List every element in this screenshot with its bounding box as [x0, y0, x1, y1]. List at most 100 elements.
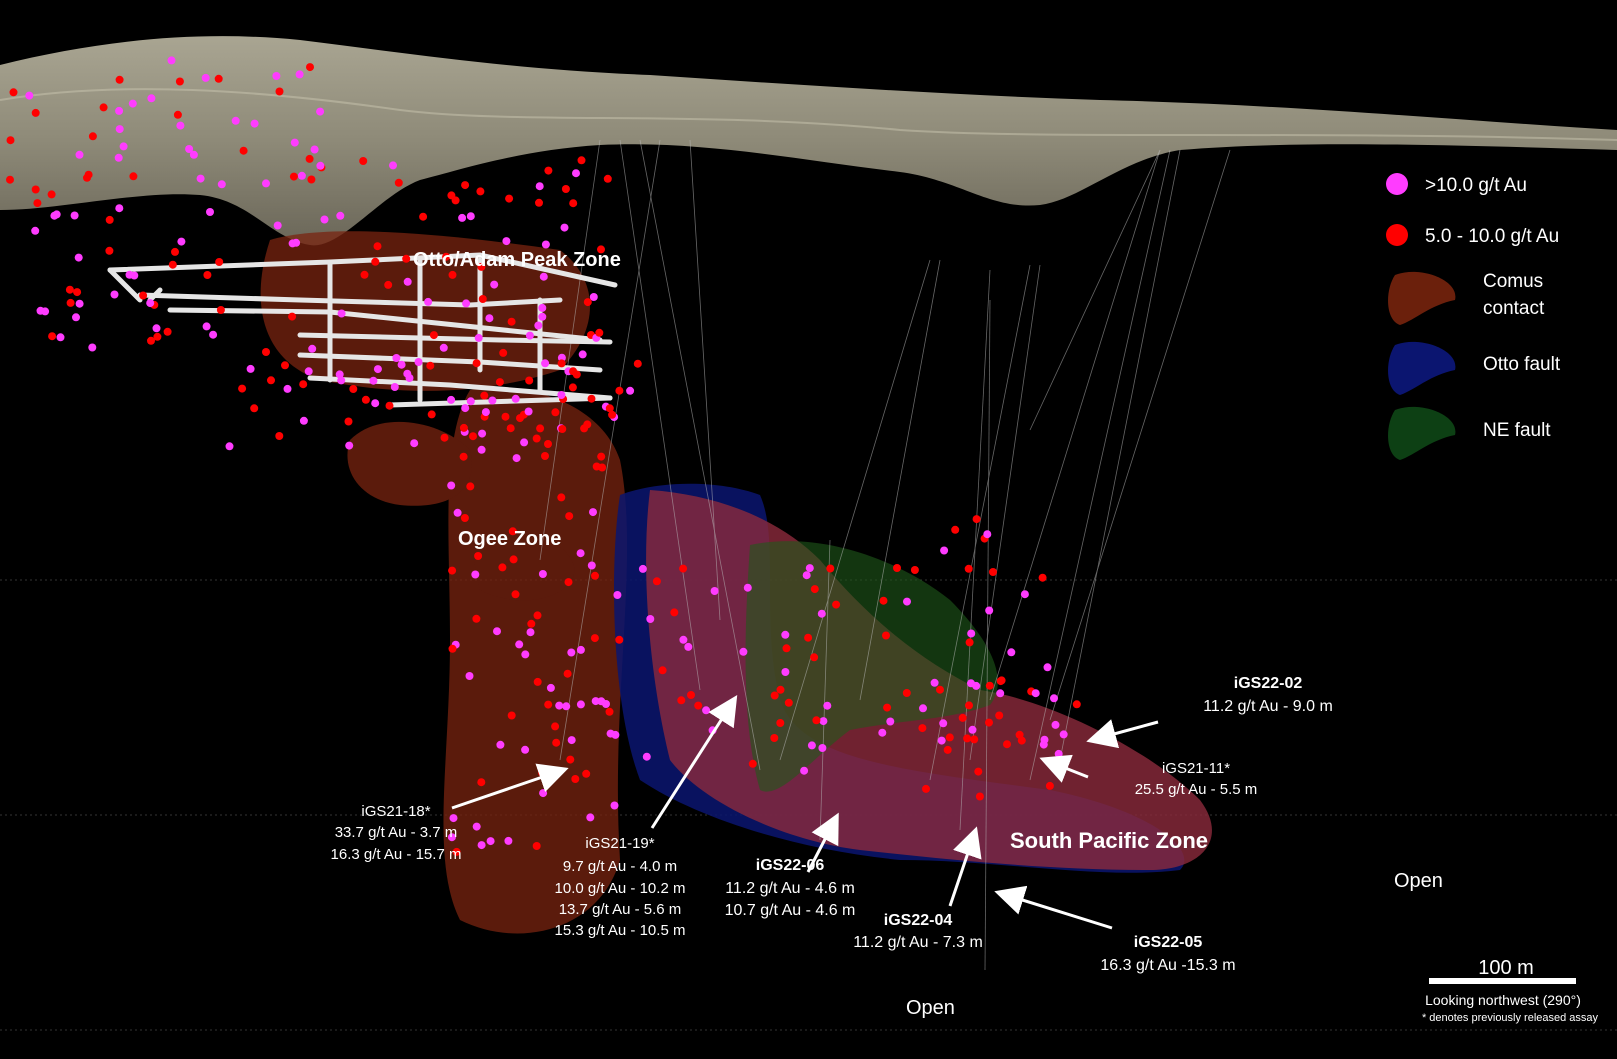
- assay-dot: [31, 108, 40, 117]
- assay-dot: [214, 74, 223, 83]
- assay-dot: [569, 367, 578, 376]
- assay-dot: [70, 211, 79, 220]
- assay-dot: [823, 701, 832, 710]
- assay-dot: [206, 208, 214, 216]
- assay-dot: [1020, 590, 1029, 599]
- assay-dot: [572, 169, 580, 178]
- assay-dot: [373, 365, 382, 374]
- hole-label-igs22-06: iGS22-06: [756, 857, 825, 874]
- assay-dot: [246, 364, 255, 373]
- assay-dot: [557, 493, 566, 502]
- assay-dot: [677, 696, 686, 705]
- assay-dot: [33, 199, 42, 208]
- assay-dot: [521, 745, 530, 754]
- assay-dot: [99, 103, 108, 112]
- assay-dot: [819, 717, 828, 726]
- assay-dot: [299, 380, 308, 389]
- assay-dot: [710, 587, 719, 595]
- assay-dot: [525, 331, 534, 340]
- assay-dot: [216, 306, 225, 314]
- assay-dot: [565, 512, 574, 521]
- assay-dot: [989, 568, 997, 576]
- assay-dot: [130, 271, 139, 280]
- assay-dot: [974, 767, 983, 776]
- assay-dot: [739, 647, 748, 656]
- assay-dot: [250, 404, 259, 413]
- assay-dot: [515, 640, 524, 649]
- assay-dot: [910, 566, 919, 574]
- assay-dot: [597, 245, 605, 254]
- assay-dot: [552, 738, 561, 747]
- assay-dot: [807, 741, 816, 750]
- assay-dot: [371, 257, 380, 266]
- assay-dot: [555, 701, 564, 710]
- assay-dot: [481, 408, 490, 417]
- hole-assay: 11.2 g/t Au - 7.3 m: [853, 934, 983, 951]
- assay-dot: [41, 307, 50, 316]
- assay-dot: [781, 668, 790, 676]
- assay-dot: [146, 299, 155, 308]
- assay-dot: [267, 376, 275, 385]
- assay-dot: [524, 407, 533, 416]
- assay-dot: [171, 247, 179, 256]
- assay-dot: [105, 246, 114, 255]
- assay-dot: [878, 728, 887, 737]
- assay-dot: [879, 596, 888, 605]
- assay-dot: [201, 73, 210, 82]
- assay-dot: [74, 253, 83, 262]
- hole-assay: 9.7 g/t Au - 4.0 m: [563, 858, 677, 875]
- assay-dot: [427, 410, 436, 419]
- assay-dot: [930, 678, 939, 687]
- scale-bar: [1429, 978, 1576, 984]
- hole-assay: 13.7 g/t Au - 5.6 m: [559, 901, 682, 918]
- assay-dot: [563, 669, 572, 678]
- assay-dot: [516, 414, 524, 423]
- assay-dot: [129, 172, 138, 181]
- assay-dot: [189, 150, 198, 159]
- assay-dot: [310, 145, 319, 154]
- assay-dot: [453, 508, 462, 517]
- assay-dot: [31, 226, 40, 235]
- assay-dot: [1003, 740, 1011, 749]
- assay-dot: [335, 370, 344, 379]
- assay-dot: [203, 271, 212, 279]
- assay-dot: [972, 681, 981, 690]
- assay-dot: [810, 585, 819, 594]
- assay-dot: [448, 566, 457, 575]
- assay-dot: [557, 391, 566, 399]
- assay-dot: [943, 745, 952, 754]
- assay-dot: [1072, 700, 1081, 709]
- assay-dot: [424, 297, 433, 306]
- assay-dot: [289, 172, 298, 181]
- assay-dot: [507, 317, 516, 326]
- assay-dot: [345, 441, 354, 450]
- legend-swatch-comus-icon: [1388, 271, 1456, 325]
- assay-dot: [501, 412, 510, 421]
- assay-dot: [1059, 730, 1068, 739]
- assay-dot: [153, 332, 162, 341]
- assay-dot: [469, 432, 477, 441]
- assay-dot: [465, 672, 474, 680]
- assay-dot: [394, 178, 403, 187]
- assay-dot: [508, 527, 517, 536]
- assay-dot: [535, 198, 543, 207]
- assay-dot: [826, 564, 835, 573]
- assay-dot: [804, 633, 813, 642]
- assay-dot: [72, 313, 80, 322]
- assay-dot: [1007, 648, 1016, 657]
- assay-dot: [442, 252, 451, 261]
- assay-dot: [598, 463, 607, 472]
- assay-dot: [147, 336, 155, 345]
- open-label-depth: Open: [906, 997, 955, 1019]
- assay-dot: [652, 577, 661, 586]
- legend-swatch-otto-fault-icon: [1388, 341, 1456, 395]
- legend-label: 5.0 - 10.0 g/t Au: [1425, 226, 1559, 247]
- assay-dot: [360, 270, 369, 279]
- assay-dot: [403, 277, 412, 286]
- assay-dot: [615, 386, 624, 395]
- assay-dot: [384, 280, 393, 289]
- assay-dot: [139, 291, 148, 300]
- assay-dot: [679, 635, 688, 644]
- assay-dot: [527, 619, 536, 628]
